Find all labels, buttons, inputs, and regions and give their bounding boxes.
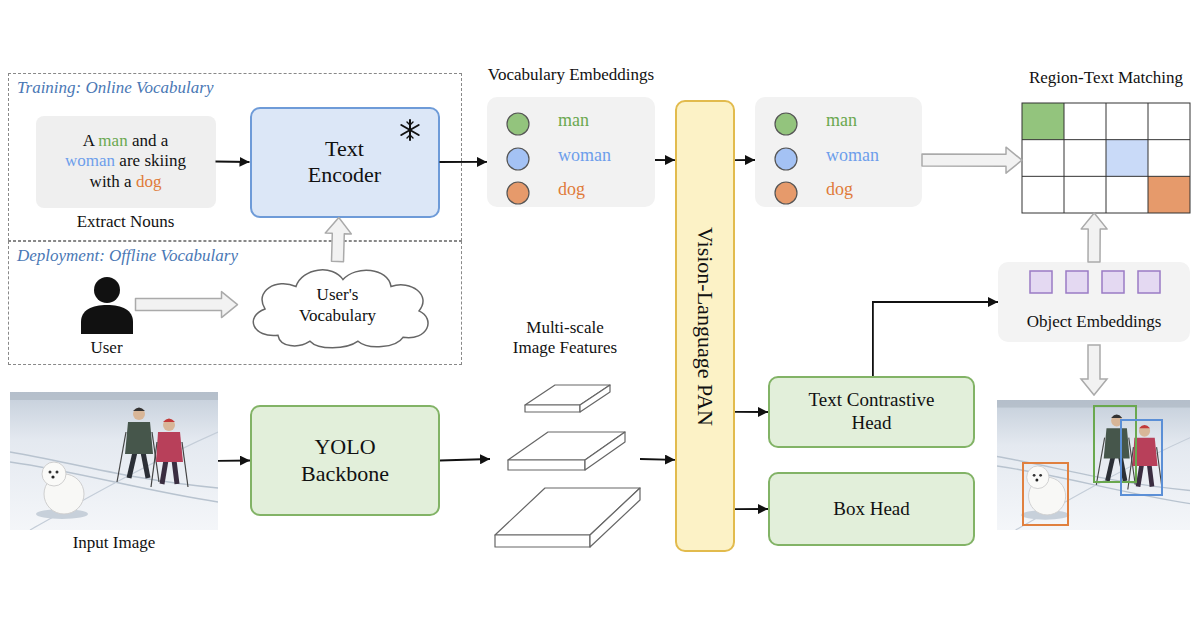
vocab-word: dog (558, 179, 585, 201)
hollow-arrow (325, 218, 351, 262)
process-label: YOLO Backbone (252, 407, 438, 514)
flow-arrow (640, 458, 675, 461)
user-icon (81, 277, 133, 334)
region-title: Deployment: Offline Vocabulary (17, 246, 238, 266)
flow-arrow (873, 302, 998, 376)
caption-sentence: A man and a woman are skiing with a dog (36, 116, 216, 208)
flow-arrow (216, 161, 250, 163)
input-photo (10, 392, 218, 530)
hollow-arrow (922, 147, 1022, 173)
text-encoder-box: Text Encoder (250, 107, 440, 218)
panel-title: Vocabulary Embeddings (471, 65, 671, 85)
panel-title: Region-Text Matching (991, 68, 1200, 88)
feature-slabs (495, 385, 640, 547)
hollow-arrow (136, 292, 238, 318)
vocab-word: man (558, 110, 589, 132)
head-box: Box Head (768, 472, 975, 546)
sentence-box: A man and a woman are skiing with a dogE… (36, 116, 216, 208)
embedding-panel: Vocabulary Embeddingsmanwomandog (487, 97, 655, 207)
node-caption: Extract Nouns (36, 212, 216, 232)
word: a (124, 172, 132, 191)
word: a (161, 131, 169, 150)
man-box (1094, 406, 1136, 482)
flow-arrow (218, 460, 250, 462)
flow-arrow (735, 411, 768, 413)
vocab-word: dog (826, 179, 853, 201)
word: A (83, 131, 94, 150)
input-image-node: Input Image (10, 392, 218, 552)
vocab-word: man (826, 110, 857, 132)
word: dog (136, 172, 162, 191)
output-photo (997, 400, 1190, 530)
node-caption: Multi-scale Image Features (507, 318, 623, 359)
dog-box (1023, 463, 1068, 525)
node-caption: User (68, 338, 146, 358)
word: are (119, 151, 140, 170)
vocab-word: woman (826, 145, 879, 167)
word: woman (65, 151, 115, 170)
flow-arrow (735, 508, 768, 510)
node-caption: Input Image (10, 533, 218, 553)
region-title: Training: Online Vocabulary (17, 78, 213, 98)
embedding-panel: man woman dog (755, 97, 922, 207)
sentence-text: A man and a woman are skiing with a dog (61, 131, 191, 192)
word: man (98, 131, 127, 150)
woman-box (1121, 420, 1162, 495)
flow-arrow (735, 159, 755, 161)
matching-grid-box: Region-Text Matching (1022, 103, 1190, 213)
process-label: Text Contrastive Head (770, 378, 973, 446)
flow-arrow (655, 159, 675, 161)
pan-band: Vision-Language PAN (675, 100, 735, 552)
flow-arrow (440, 459, 490, 461)
word: skiing (144, 151, 186, 170)
deployment-region: Deployment: Offline VocabularyUser User's… (8, 241, 462, 365)
head-box: Text Contrastive Head (768, 376, 975, 448)
hollow-arrow (1081, 213, 1107, 262)
user-node: User (78, 272, 136, 360)
vocab-word: woman (558, 145, 611, 167)
cloud-node: User's Vocabulary (238, 262, 438, 350)
backbone-box: YOLO Backbone (250, 405, 440, 516)
word: with (90, 172, 120, 191)
matching-grid (1022, 103, 1190, 213)
object-embedding-panel: Object Embeddings (998, 262, 1190, 342)
word: and (132, 131, 157, 150)
process-label: Vision-Language PAN (677, 102, 733, 550)
node-caption: Object Embeddings (998, 312, 1190, 332)
feature-stack: Multi-scale Image Features (490, 318, 640, 553)
training-region: Training: Online VocabularyA man and a w… (8, 73, 462, 241)
process-label: Text Encoder (252, 109, 438, 216)
flow-arrow (440, 161, 488, 163)
process-label: Box Head (770, 474, 973, 544)
output-arrow (1081, 345, 1107, 395)
cloud-label: User's Vocabulary (238, 262, 438, 350)
